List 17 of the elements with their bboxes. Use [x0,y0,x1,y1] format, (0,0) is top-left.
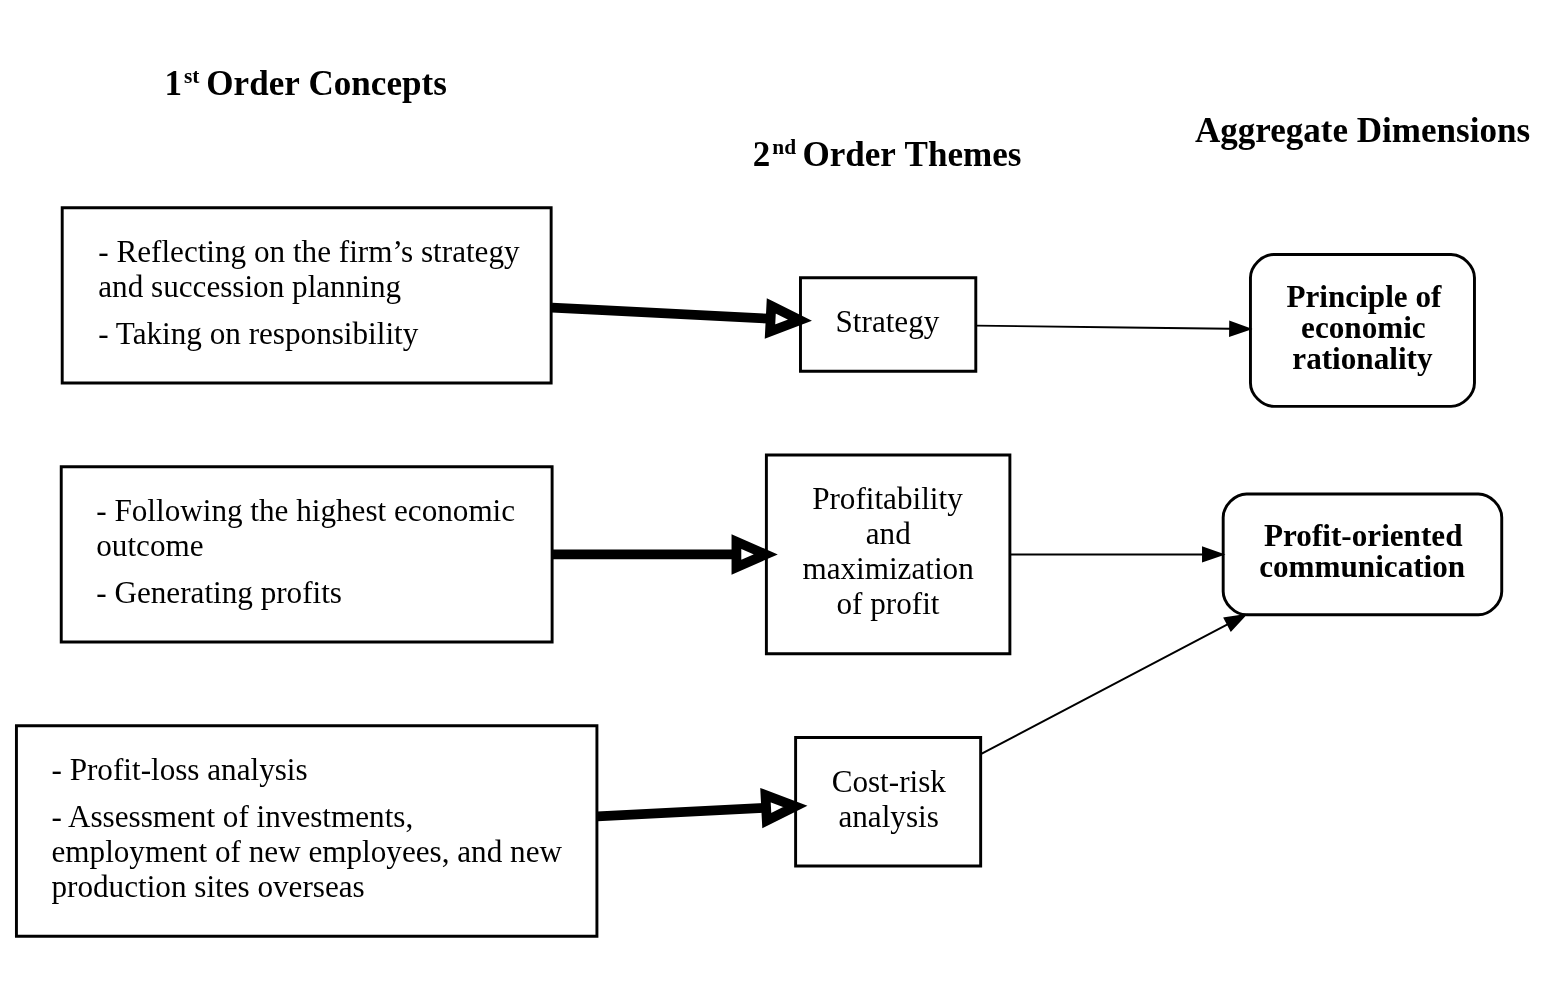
node-box: - Reflecting on the firm’s strategy and succession planning - Taking on responsibility [60,206,553,385]
arrow [974,320,1253,337]
node-box: - Profit-loss analysis - Assessment of investments, employment of new employees, and new production sites overseas [14,724,599,938]
node-box: Profit-oriented communication [1221,492,1504,617]
label: Aggregate Dimensions [1194,111,1531,151]
arrow [552,534,778,575]
node-box: Strategy [799,276,978,373]
arrow [597,787,808,829]
label: 2$^{nd}$ Order Themes [752,134,1022,174]
node-box: - Following the highest economic outcome - Generating profits [59,465,554,644]
arrow [551,298,812,339]
node-box: Cost-risk analysis [794,736,983,868]
node-box: Profitability and maximization of profit [764,453,1012,656]
arrow [1009,546,1226,563]
label: 1$^{st}$ Order Concepts [164,64,447,104]
node-box: Principle of economic rationality [1249,252,1476,408]
arrow [979,613,1248,756]
